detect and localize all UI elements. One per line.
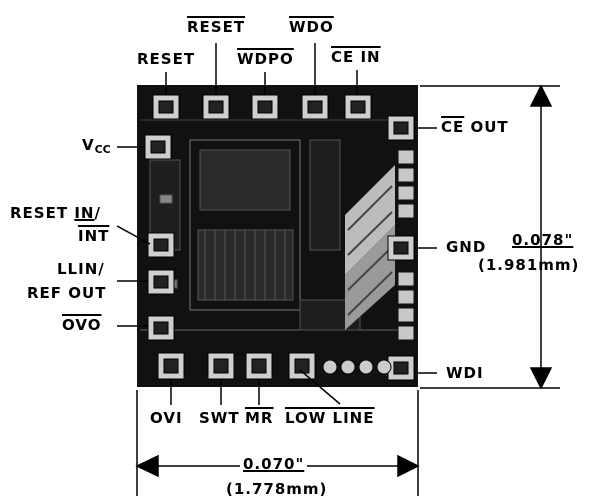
ce-out-out: OUT bbox=[464, 118, 509, 136]
pin-label-ovi: OVI bbox=[150, 409, 183, 427]
pin-label-wdo-bar: WDO bbox=[289, 18, 334, 36]
reset-in-part3: / bbox=[94, 204, 101, 222]
width-inches: 0.070" bbox=[240, 457, 308, 472]
ce-in-text: CE IN bbox=[331, 48, 381, 66]
pin-label-mr: MR bbox=[245, 409, 274, 427]
reset-in-part1: RESET bbox=[10, 204, 75, 222]
vcc-sub: CC bbox=[94, 143, 111, 156]
vcc-main: V bbox=[82, 136, 95, 154]
pin-label-ce-in: CE IN bbox=[331, 50, 381, 65]
pin-label-reset: RESET bbox=[137, 50, 196, 68]
pin-label-reset-in: RESET IN/ bbox=[10, 206, 101, 221]
pin-label-vcc: VCC bbox=[82, 136, 111, 156]
ce-out-ce: CE bbox=[441, 118, 465, 136]
pad-top-row bbox=[152, 94, 372, 120]
right-pad-column bbox=[397, 149, 415, 341]
pin-label-int: INT bbox=[78, 227, 110, 245]
height-mm: (1.981mm) bbox=[478, 256, 580, 274]
bond-pads bbox=[144, 94, 415, 381]
pin-label-llin: LLIN/ bbox=[57, 260, 105, 278]
reset-in-part2: IN bbox=[74, 204, 95, 222]
pin-label-reset-bar: RESET bbox=[187, 18, 246, 36]
height-inches: 0.078" bbox=[512, 231, 574, 249]
pin-label-low-line: LOW LINE bbox=[285, 409, 375, 427]
pin-label-wdi: WDI bbox=[446, 364, 484, 382]
diagonal-structure bbox=[345, 165, 395, 330]
pad-bottom-row bbox=[157, 352, 316, 380]
pin-label-swt: SWT bbox=[199, 409, 240, 427]
pin-label-ce-out: CE OUT bbox=[441, 120, 509, 135]
width-mm: (1.778mm) bbox=[226, 480, 328, 498]
leader-lines bbox=[116, 43, 437, 405]
pin-label-gnd: GND bbox=[446, 238, 487, 256]
pin-label-ref-out: REF OUT bbox=[27, 284, 107, 302]
pin-label-wdpo-bar: WDPO bbox=[237, 50, 294, 68]
pin-label-ovo: OVO bbox=[62, 316, 102, 334]
